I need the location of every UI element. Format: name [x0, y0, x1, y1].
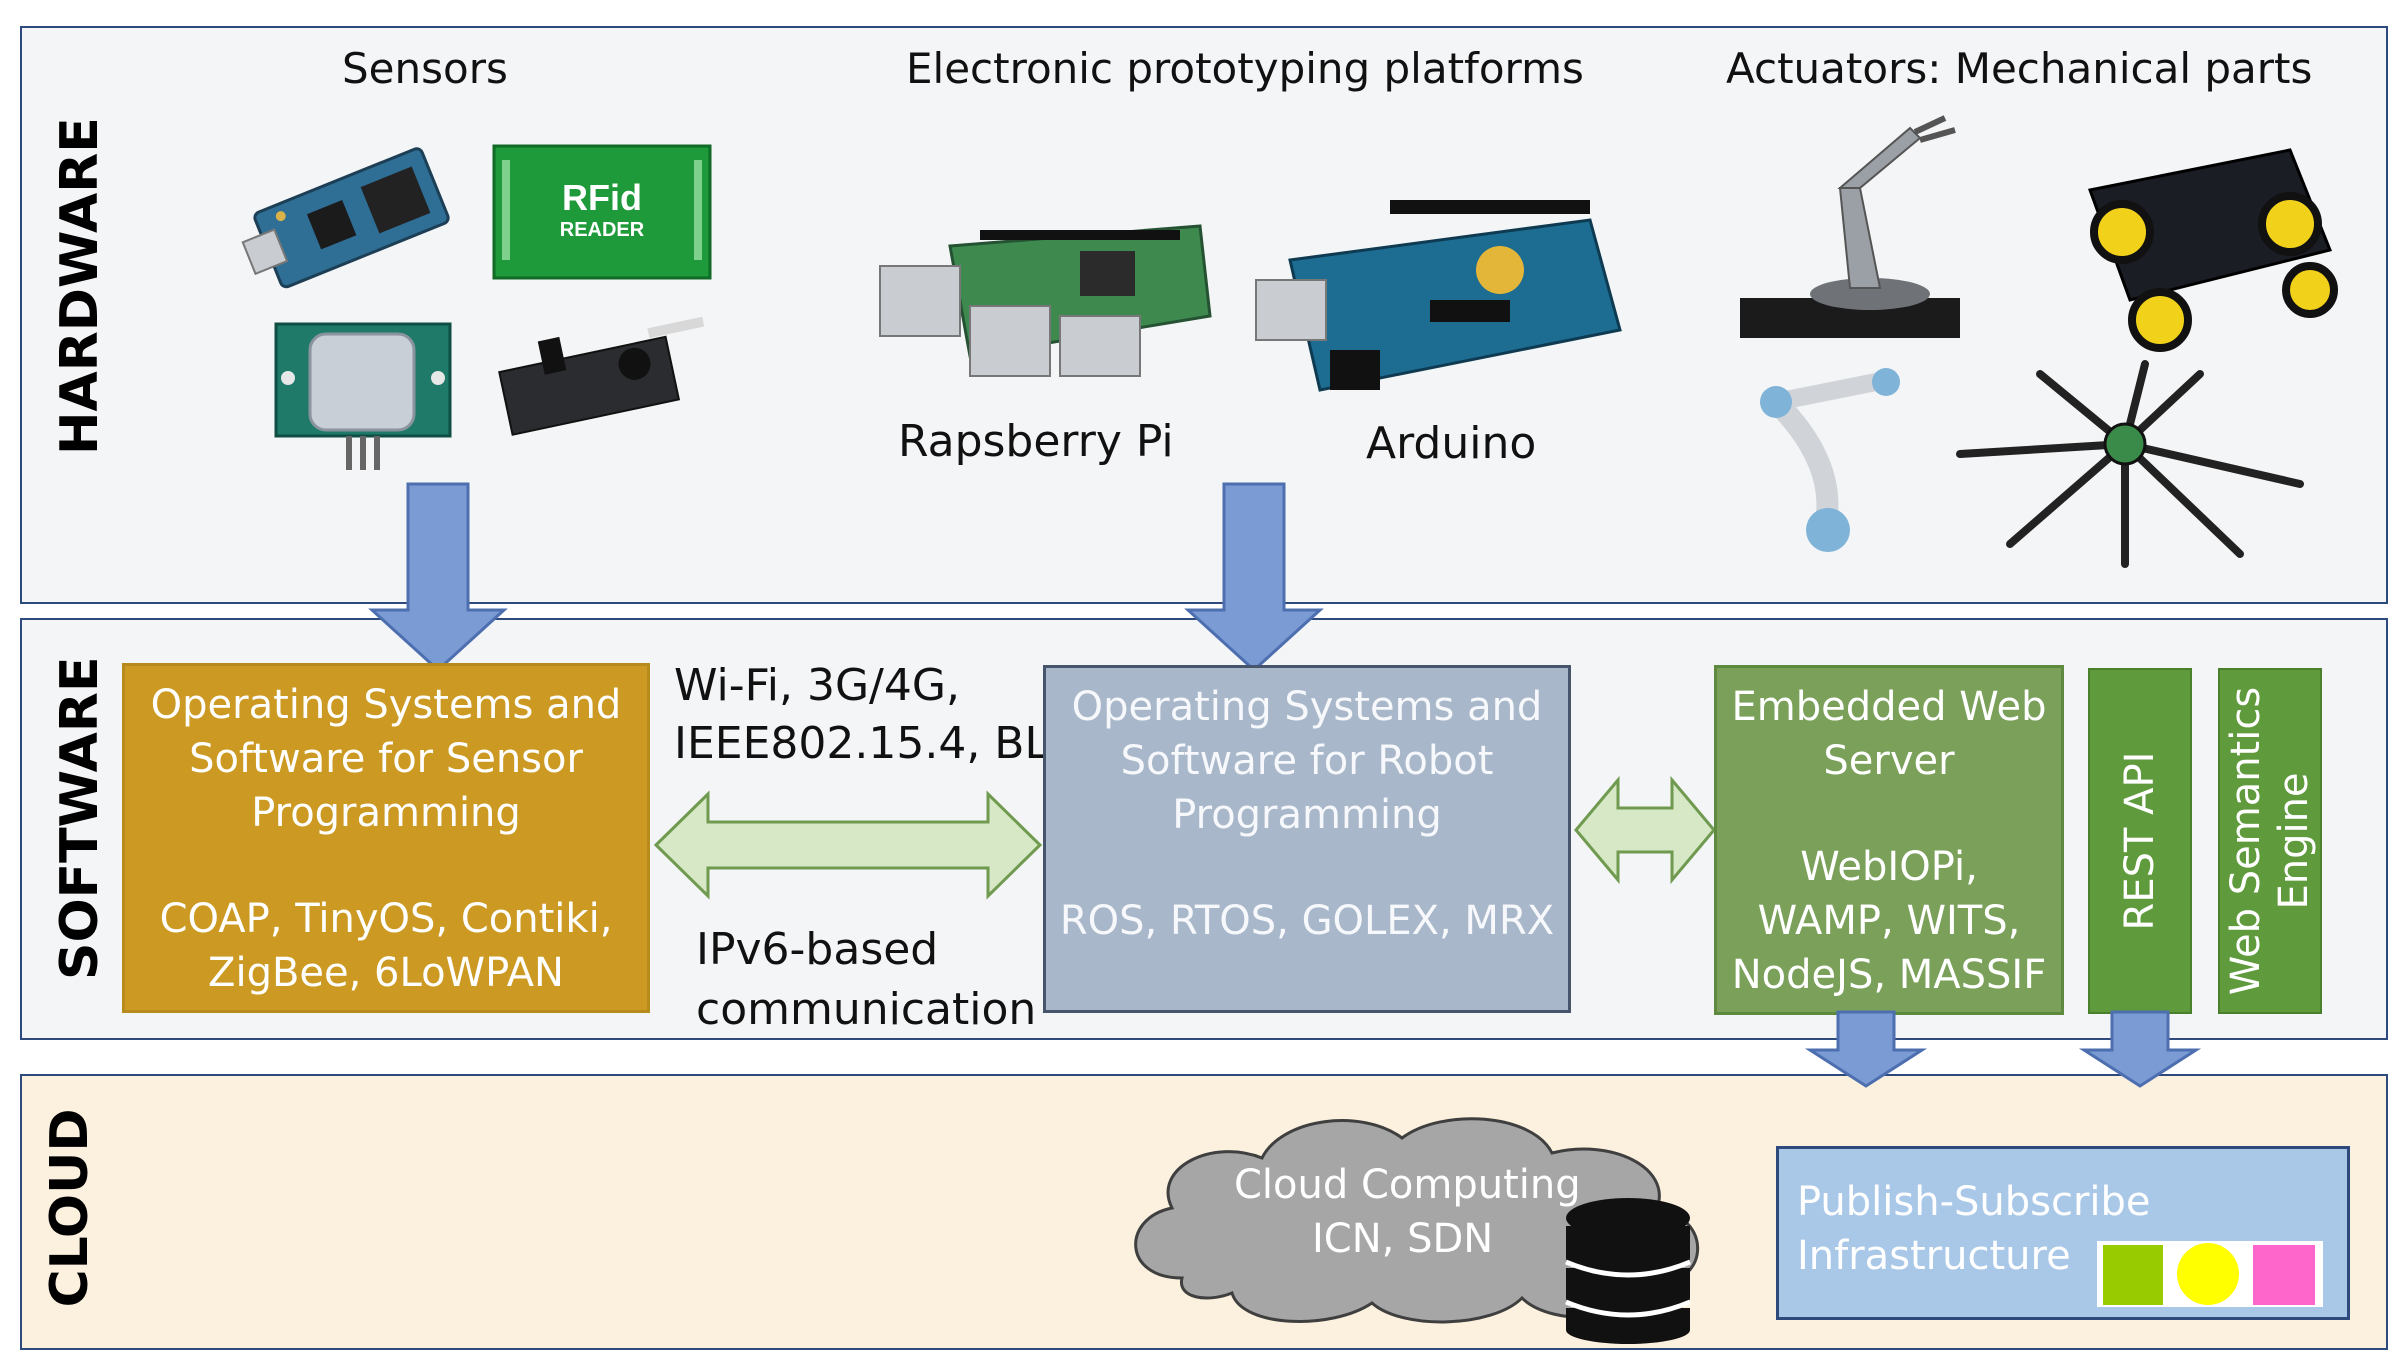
- pubsub-box: Publish-Subscribe Infrastructure: [1776, 1146, 2350, 1320]
- web-server-line4: WAMP, WITS,: [1757, 898, 2021, 944]
- robot-os-line4: ROS, RTOS, GOLEX, MRX: [1059, 898, 1555, 944]
- green-square-icon: [2103, 1245, 2163, 1305]
- robot-os-box: Operating Systems and Software for Robot…: [1043, 665, 1571, 1013]
- arduino-image: [1255, 200, 1622, 392]
- wireless-line2: IEEE802.15.4, BLE: [674, 718, 1077, 769]
- rfid-reader-text: READER: [560, 219, 645, 241]
- arduino-label: Arduino: [1366, 418, 1537, 469]
- robot-car-image: [2087, 148, 2338, 352]
- arrow-platforms-down: [1184, 482, 1324, 673]
- sensor-os-line2: Software for Sensor: [189, 736, 583, 782]
- sensor-os-line4: COAP, TinyOS, Contiki,: [159, 896, 613, 942]
- yellow-circle-icon: [2177, 1243, 2239, 1305]
- raspberry-pi-image: [879, 224, 1212, 377]
- sensor-usb-board-image: [241, 147, 450, 289]
- web-semantics-box: Web Semantics Engine: [2218, 668, 2322, 1014]
- robot-os-line3: Programming: [1172, 792, 1442, 838]
- sensor-os-line1: Operating Systems and: [150, 682, 622, 728]
- web-server-line1: Embedded Web: [1731, 684, 2047, 730]
- sensor-board-image: [498, 316, 705, 436]
- robot-os-line1: Operating Systems and: [1071, 684, 1543, 730]
- pir-sensor-image: [274, 322, 452, 470]
- ipv6-line2: communication: [696, 984, 1037, 1035]
- web-server-line3: WebIOPi,: [1800, 844, 1978, 890]
- rest-api-label: REST API: [2117, 751, 2163, 931]
- sensor-os-line5: ZigBee, 6LoWPAN: [208, 950, 564, 996]
- collaborative-arm-image: [1760, 368, 1900, 552]
- platforms-header: Electronic prototyping platforms: [906, 44, 1584, 93]
- web-semantics-line2: Engine: [2271, 772, 2317, 910]
- hardware-label: HARDWARE: [50, 117, 110, 455]
- arrow-sensors-down: [368, 482, 508, 673]
- sensor-os-line3: Programming: [251, 790, 521, 836]
- cloud-line2: ICN, SDN: [1312, 1216, 1494, 1262]
- web-server-box: Embedded Web Server WebIOPi, WAMP, WITS,…: [1714, 665, 2064, 1015]
- web-server-line5: NodeJS, MASSIF: [1731, 952, 2047, 998]
- pink-square-icon: [2253, 1245, 2315, 1305]
- wireless-line1: Wi-Fi, 3G/4G,: [674, 660, 960, 711]
- robot-arm-image: [1740, 115, 1960, 338]
- rfid-text: RFid: [562, 177, 642, 218]
- cloud-label: CLOUD: [40, 1108, 100, 1308]
- pubsub-line2: Infrastructure: [1797, 1233, 2071, 1279]
- robot-os-line2: Software for Robot: [1120, 738, 1494, 784]
- double-arrow-web: [1574, 775, 1716, 885]
- software-label: SOFTWARE: [50, 656, 110, 980]
- cloud-line1: Cloud Computing: [1234, 1162, 1581, 1208]
- cloud-shape: [1134, 1117, 1700, 1324]
- actuators-header: Actuators: Mechanical parts: [1726, 44, 2313, 93]
- sensors-header: Sensors: [342, 44, 508, 93]
- arrow-rest-api-down: [2078, 1010, 2202, 1088]
- sensor-os-box: Operating Systems and Software for Senso…: [122, 663, 650, 1013]
- web-semantics-line1: Web Semantics: [2223, 686, 2269, 996]
- double-arrow-communication: [653, 790, 1043, 900]
- rest-api-box: REST API: [2088, 668, 2192, 1014]
- ipv6-line1: IPv6-based: [696, 924, 939, 975]
- database-icon: [1565, 1198, 1691, 1344]
- multicopter-drone-image: [1956, 360, 2304, 568]
- arrow-web-server-down: [1804, 1010, 1928, 1088]
- pubsub-shapes: [2097, 1241, 2323, 1307]
- rfid-reader-image: RFid READER: [492, 144, 712, 280]
- pubsub-line1: Publish-Subscribe: [1797, 1179, 2151, 1225]
- raspberry-pi-label: Rapsberry Pi: [898, 416, 1174, 467]
- web-server-line2: Server: [1823, 738, 1955, 784]
